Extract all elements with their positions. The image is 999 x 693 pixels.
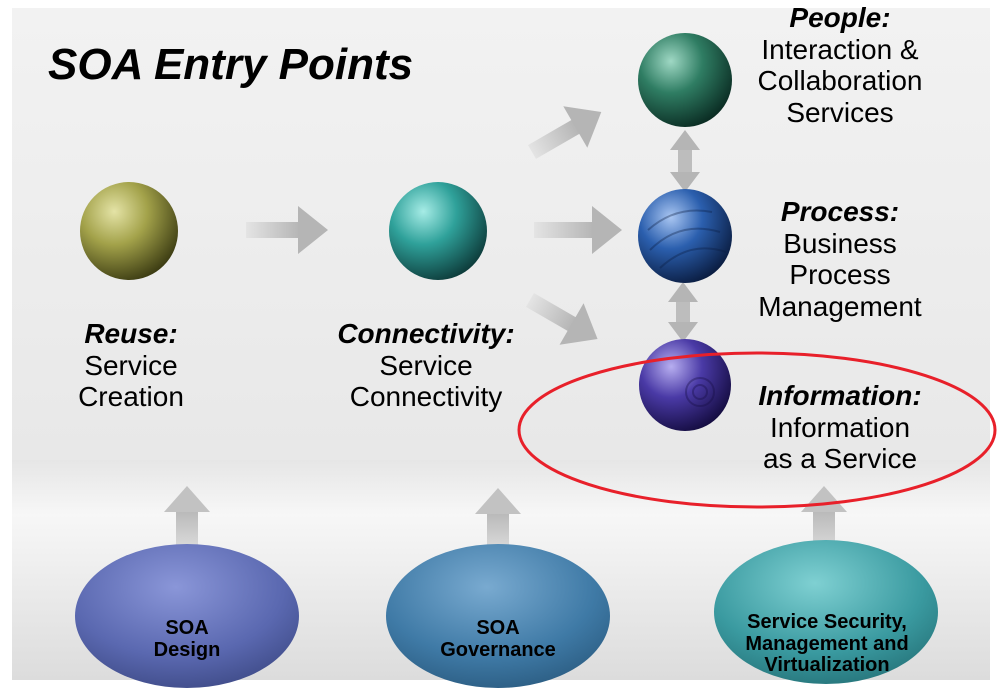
label-people: People: Interaction & Collaboration Serv…: [738, 2, 942, 129]
security-line-3: Virtualization: [764, 654, 890, 677]
sphere-reuse: [80, 182, 178, 280]
label-soa-governance: SOA Governance: [428, 617, 568, 661]
oval-soa-governance: [386, 544, 610, 688]
oval-soa-design: [75, 544, 299, 688]
double-arrow-people-process: [670, 130, 700, 192]
slide-title: SOA Entry Points: [48, 40, 414, 89]
sphere-information: [639, 339, 731, 431]
arrow-connectivity-to-people: [528, 106, 602, 159]
information-line-2: as a Service: [762, 443, 918, 475]
label-process: Process: Business Process Management: [738, 196, 942, 323]
reuse-heading: Reuse:: [84, 318, 178, 349]
process-heading: Process:: [780, 196, 900, 227]
arrow-reuse-to-connectivity: [246, 206, 328, 254]
reuse-line-1: Service: [84, 349, 178, 381]
security-line-2: Management and: [745, 632, 909, 655]
connectivity-line-1: Service: [379, 349, 473, 381]
label-information: Information: Information as a Service: [734, 380, 946, 475]
reuse-line-2: Creation: [78, 381, 184, 413]
label-service-security: Service Security, Management and Virtual…: [714, 611, 940, 677]
design-line-1: SOA: [165, 617, 209, 639]
sphere-people: [638, 33, 732, 127]
label-reuse: Reuse: Service Creation: [64, 318, 198, 413]
governance-line-2: Governance: [440, 638, 556, 661]
connectivity-heading: Connectivity:: [337, 318, 515, 349]
design-line-2: Design: [153, 638, 221, 661]
double-arrow-process-information: [668, 282, 698, 342]
information-line-1: Information: [769, 411, 911, 443]
sphere-information-texture: [685, 377, 715, 407]
arrow-connectivity-to-process: [534, 206, 622, 254]
sphere-process-texture: [647, 209, 727, 269]
process-line-3: Management: [758, 290, 922, 322]
people-line-1: Interaction &: [761, 33, 919, 65]
label-soa-design: SOA Design: [137, 617, 237, 661]
security-line-1: Service Security,: [747, 611, 907, 633]
process-line-1: Business: [783, 227, 897, 259]
highlight-ellipse-information: [517, 351, 997, 509]
information-heading: Information:: [758, 380, 922, 411]
sphere-connectivity: [389, 182, 487, 280]
sphere-process: [638, 189, 732, 283]
process-line-2: Process: [789, 259, 891, 291]
governance-line-1: SOA: [476, 617, 520, 639]
people-heading: People:: [789, 2, 891, 33]
people-line-3: Services: [786, 96, 894, 128]
arrow-connectivity-to-information: [526, 293, 598, 345]
people-line-2: Collaboration: [757, 65, 923, 97]
oval-service-security: [714, 540, 938, 684]
connectivity-line-2: Connectivity: [349, 381, 503, 413]
label-connectivity: Connectivity: Service Connectivity: [318, 318, 534, 413]
